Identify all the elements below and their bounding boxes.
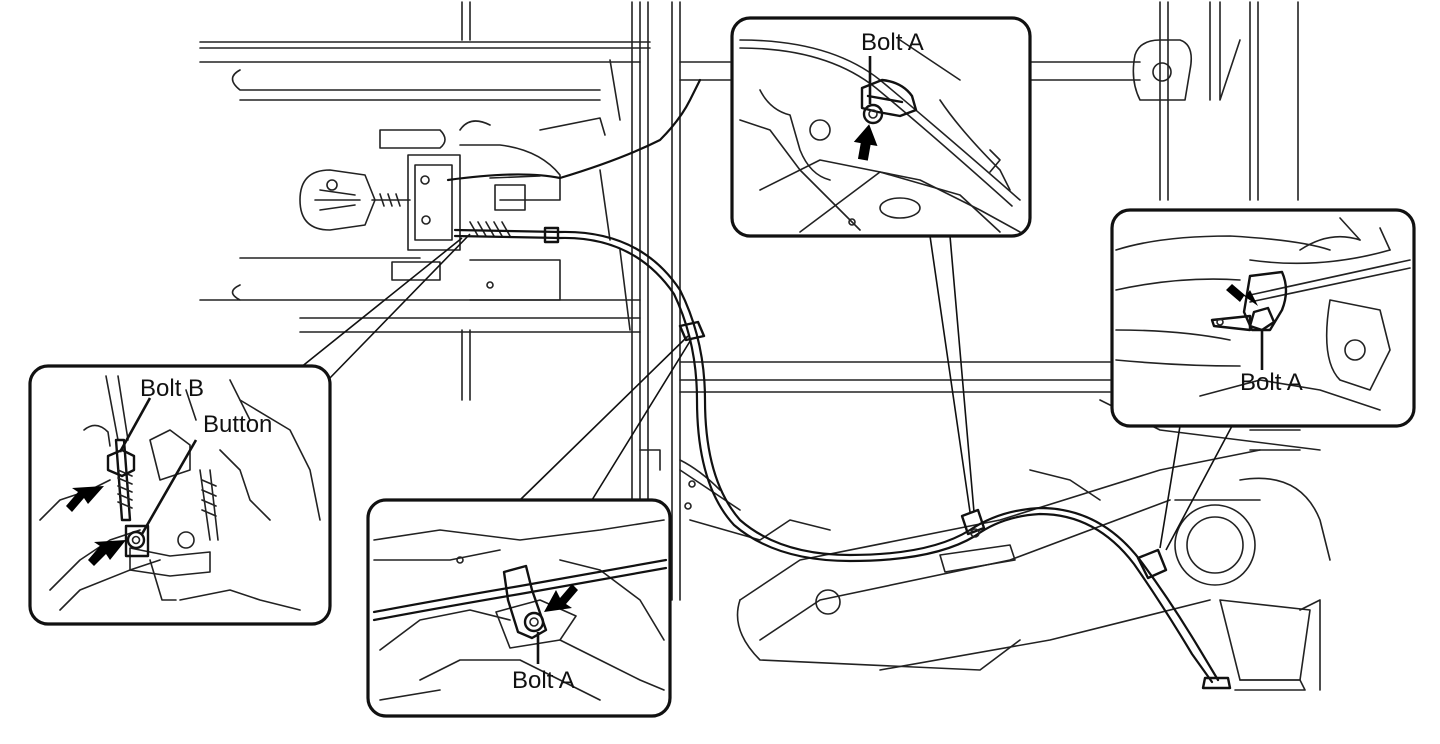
release-button bbox=[126, 530, 146, 550]
bolt-a-bottom bbox=[523, 611, 545, 633]
parking-brake-cable bbox=[453, 226, 1232, 690]
callout-bottom-frame bbox=[366, 498, 672, 718]
up-arrow-icon bbox=[853, 124, 878, 161]
underbody-structure bbox=[199, 1, 1331, 701]
callout-left-bolt-label: Bolt B bbox=[140, 375, 204, 402]
equalizer-assembly bbox=[299, 78, 702, 301]
right-arrow-icon bbox=[88, 540, 126, 566]
callout-right-frame bbox=[1110, 208, 1416, 428]
callout-right-bolt-label: Bolt A bbox=[1240, 369, 1303, 396]
callout-right: Bolt A bbox=[1110, 208, 1416, 428]
callout-left-frame bbox=[28, 364, 332, 626]
diagonal-arrow-icon bbox=[1226, 284, 1258, 306]
callout-left-button-label: Button bbox=[203, 411, 272, 438]
callout-bottom-bolt-label: Bolt A bbox=[512, 667, 575, 694]
cable-clamp-bracket bbox=[860, 78, 918, 118]
bolt-a-right bbox=[1248, 306, 1276, 332]
right-arrow-icon bbox=[66, 486, 104, 512]
callout-top: Bolt A bbox=[730, 16, 1032, 238]
callout-top-frame bbox=[730, 16, 1032, 238]
callout-bottom: Bolt A bbox=[366, 498, 672, 718]
callout-top-bolt-label: Bolt A bbox=[861, 29, 924, 56]
diagonal-arrow-icon bbox=[544, 584, 578, 612]
bolt-a-top bbox=[862, 103, 884, 125]
callout-leaders bbox=[299, 233, 1233, 551]
callout-left: Bolt B Button bbox=[28, 364, 332, 626]
